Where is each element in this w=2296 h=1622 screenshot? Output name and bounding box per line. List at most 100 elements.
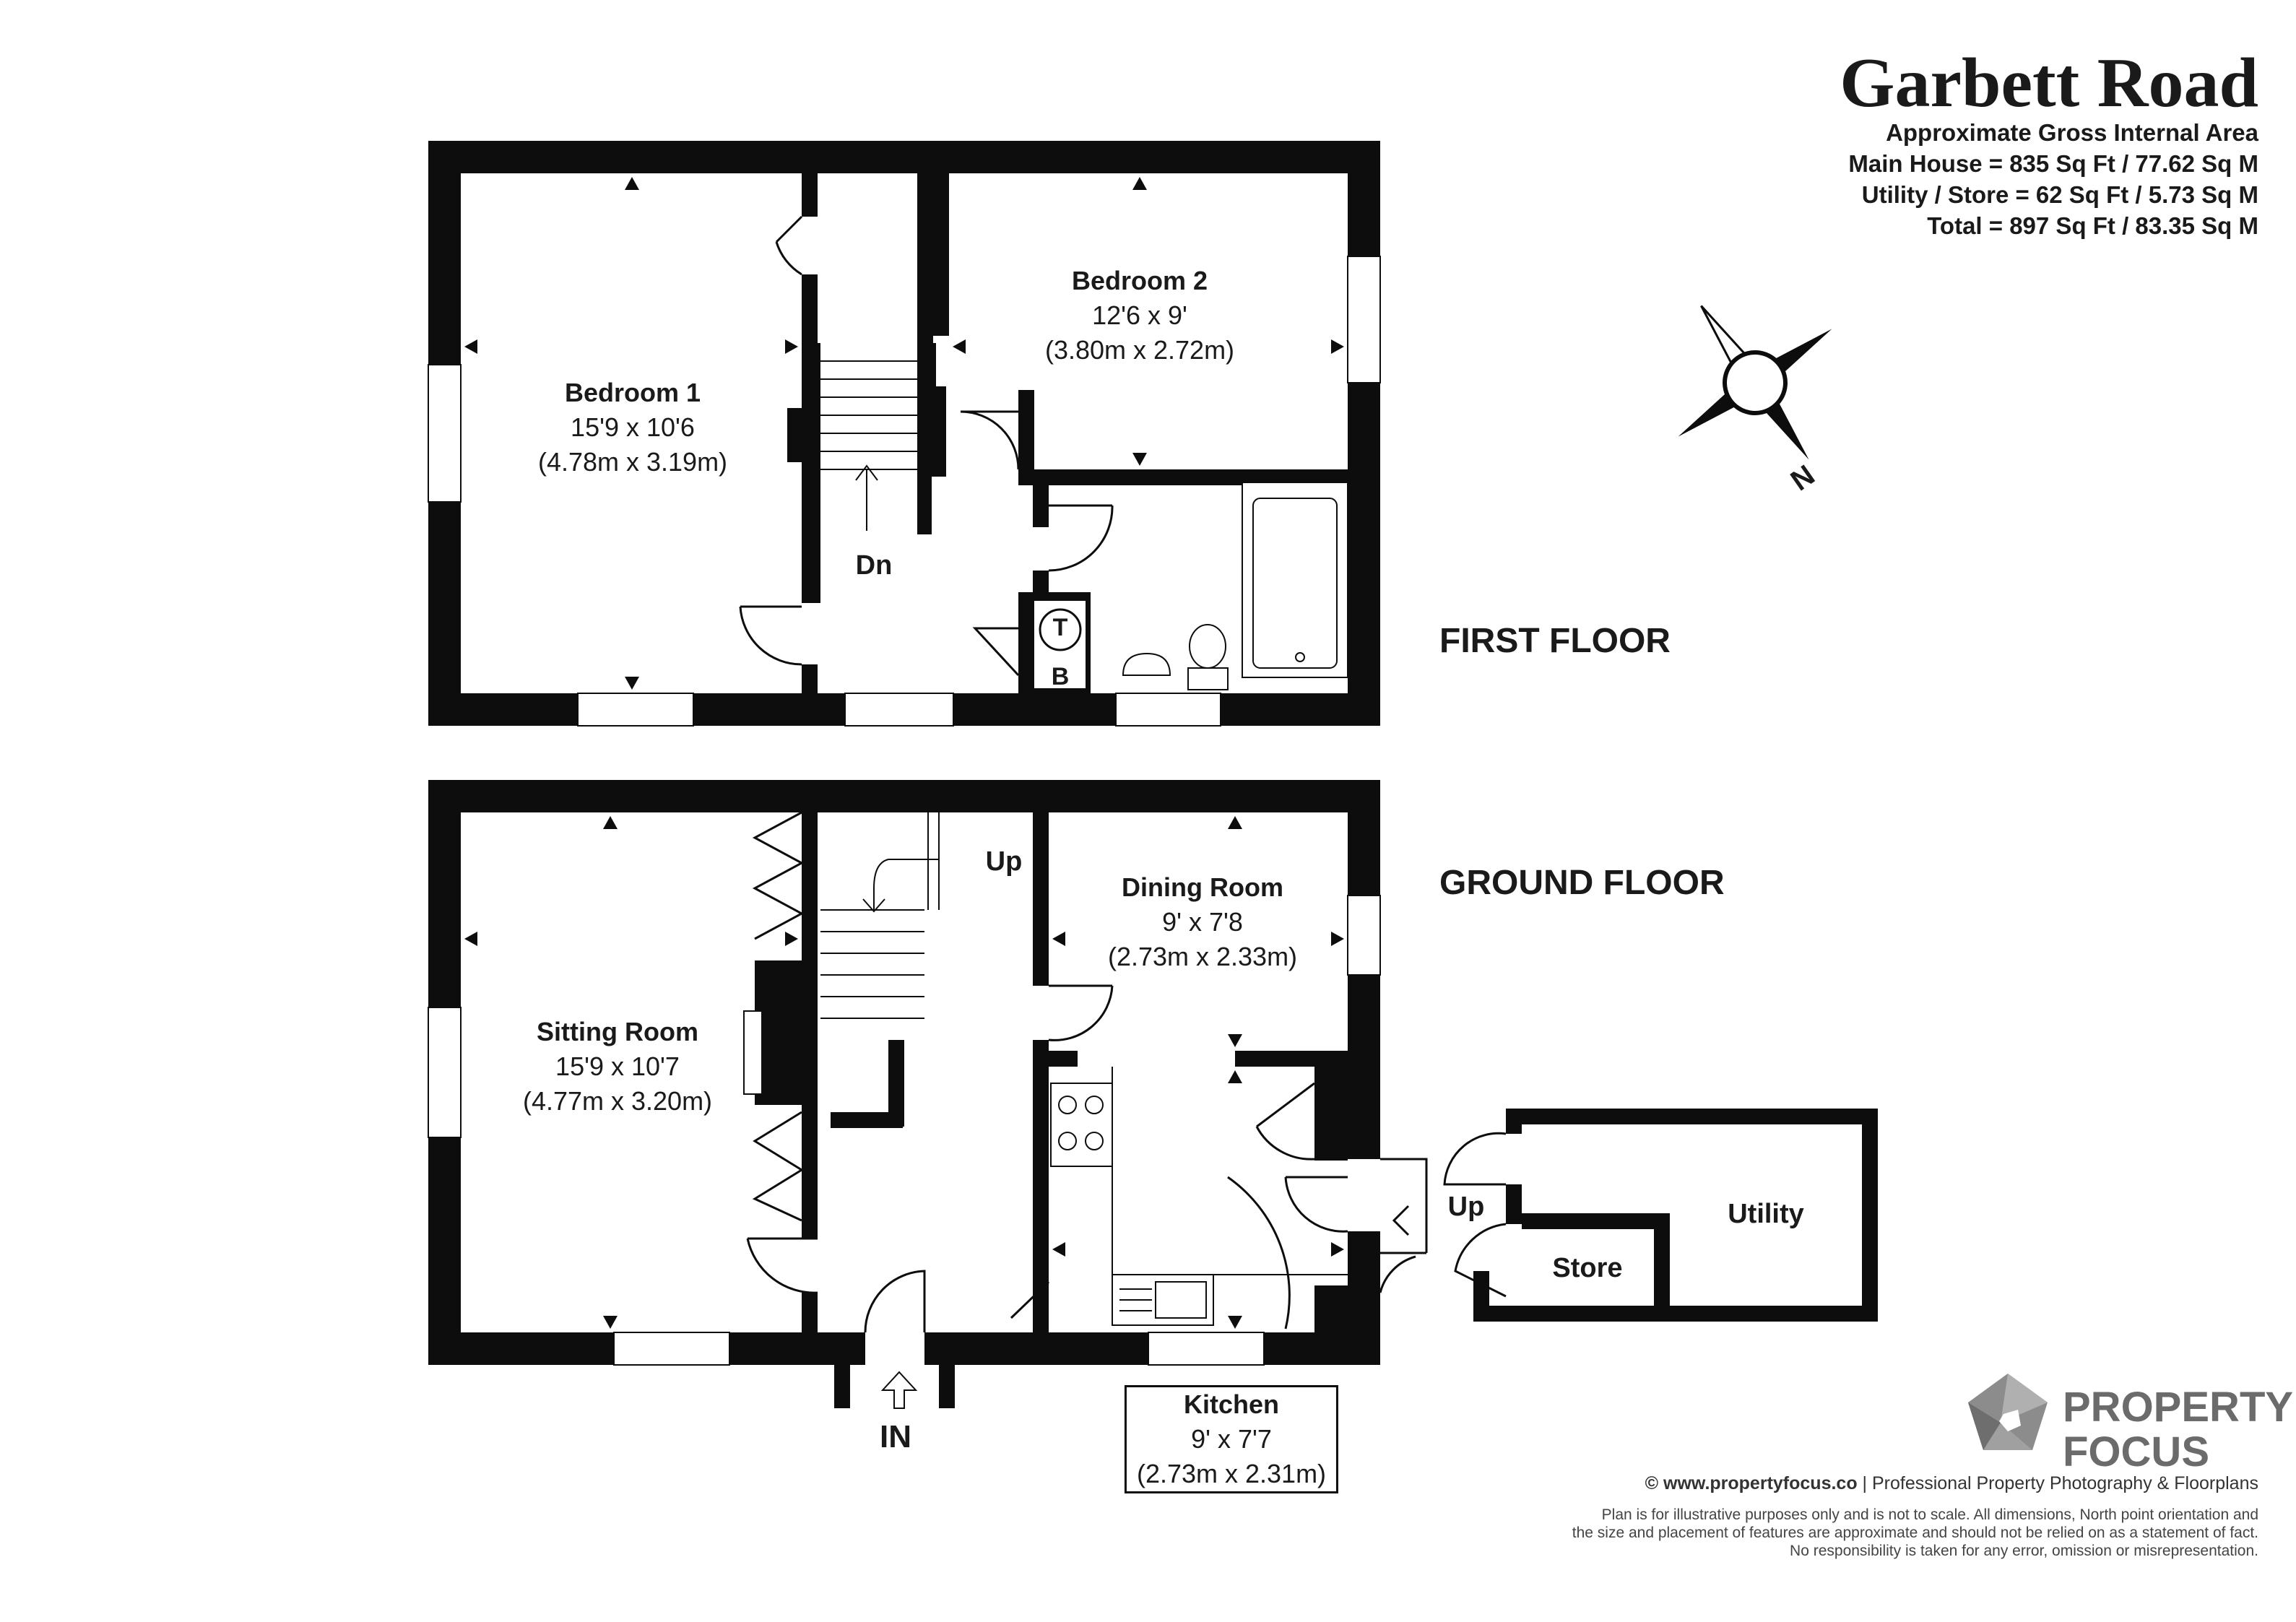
disclaimer-line-1: Plan is for illustrative purposes only a…	[1601, 1506, 2258, 1523]
dining-left-wall-lower	[1033, 1040, 1049, 1332]
side-door-gap	[1348, 1159, 1380, 1231]
boiler-label: B	[1051, 663, 1070, 690]
first-floor-wall-right	[1348, 141, 1380, 726]
room-imperial: 9' x 7'8	[1162, 907, 1243, 937]
disclaimer-line-3: No responsibility is taken for any error…	[1790, 1543, 2258, 1559]
toilet	[1189, 624, 1226, 669]
basin	[1122, 652, 1171, 676]
fixtures	[743, 482, 1348, 1326]
room-imperial: 9' x 7'7	[1191, 1424, 1272, 1454]
first-floor-label: FIRST FLOOR	[1439, 622, 1671, 660]
bath-partition	[1033, 484, 1049, 527]
room-kitchen: Kitchen 9' x 7'7 (2.73m x 2.31m)	[1124, 1385, 1339, 1493]
bath-inner	[1252, 498, 1338, 669]
cupboard-wall	[917, 173, 933, 343]
bed2-bottom-wall	[1018, 469, 1348, 485]
property-focus-logo-icon	[1968, 1374, 2048, 1450]
hob	[1050, 1083, 1113, 1167]
bed1-right-wall	[802, 173, 818, 217]
chimney-bed1	[787, 408, 806, 462]
bath-partition-lower	[1033, 571, 1049, 592]
bed1-window-bottom	[577, 693, 694, 727]
sitting-window-left	[428, 1007, 462, 1138]
bath-window-bottom	[1115, 693, 1221, 727]
sitting-right-wall-lower	[802, 1293, 818, 1332]
stair-left-wall	[802, 343, 820, 603]
utility-up-label: Up	[1447, 1192, 1485, 1222]
dimension-arrows	[464, 177, 1344, 1329]
utility-up-arrow	[1392, 1205, 1410, 1236]
hall-wall	[888, 1040, 904, 1127]
dining-left-wall	[1033, 812, 1049, 986]
bed1-right-wall-lower	[802, 664, 818, 693]
room-name: Bedroom 2	[1071, 266, 1208, 295]
sitting-wardrobes	[752, 811, 805, 1222]
bed2-window-right	[1347, 256, 1381, 383]
room-imperial: 15'9 x 10'7	[555, 1051, 680, 1081]
brand-name: PROPERTY FOCUS	[2063, 1385, 2293, 1475]
stairs-down-label: Dn	[855, 550, 893, 581]
fireplace-hearth	[743, 1010, 763, 1095]
kitchen-side-pillar	[1314, 1285, 1348, 1343]
tank-label: T	[1052, 614, 1068, 641]
landing-window-bottom	[844, 693, 954, 727]
bed1-right-wall	[802, 274, 818, 347]
room-bedroom-1: Bedroom 1 15'9 x 10'6 (4.78m x 3.19m)	[538, 376, 727, 480]
door-swings	[739, 215, 1507, 1333]
room-imperial: 15'9 x 10'6	[571, 412, 695, 442]
ground-floor-label: GROUND FLOOR	[1439, 864, 1725, 902]
room-sitting-room: Sitting Room 15'9 x 10'7 (4.77m x 3.20m)	[523, 1015, 712, 1119]
sitting-right-wall	[802, 812, 818, 1239]
credit-text: | Professional Property Photography & Fl…	[1857, 1473, 2258, 1493]
ground-floor-wall-right	[1348, 780, 1380, 1365]
compass-icon	[1678, 305, 1832, 460]
credit-line: © www.propertyfocus.co | Professional Pr…	[1645, 1473, 2258, 1494]
utility-label: Utility	[1728, 1199, 1804, 1229]
brand-line-2: FOCUS	[2063, 1428, 2209, 1475]
room-metric: (2.73m x 2.33m)	[1107, 942, 1298, 971]
chimney-sitting	[755, 960, 805, 1105]
room-name: Sitting Room	[537, 1017, 698, 1046]
bed2-left-wall	[933, 173, 949, 336]
chimney-stair	[917, 386, 946, 477]
store-label: Store	[1552, 1253, 1623, 1283]
kitchen-cupboard-wall	[1314, 1067, 1348, 1161]
porch-post-right	[939, 1365, 955, 1408]
room-dining-room: Dining Room 9' x 7'8 (2.73m x 2.33m)	[1108, 870, 1297, 974]
first-floor-wall-top	[428, 141, 1380, 173]
entrance-label: IN	[880, 1419, 911, 1454]
room-metric: (4.78m x 3.19m)	[537, 447, 728, 477]
area-main-house: Main House = 835 Sq Ft / 77.62 Sq M	[1848, 150, 2258, 177]
disclaimer: Plan is for illustrative purposes only a…	[1464, 1506, 2258, 1560]
ground-floor-stairs	[820, 812, 940, 1019]
stair-right-wall-lower	[917, 477, 932, 534]
room-metric: (2.73m x 2.31m)	[1136, 1459, 1327, 1488]
store-top-wall	[1522, 1213, 1670, 1229]
room-bedroom-2: Bedroom 2 12'6 x 9' (3.80m x 2.72m)	[1045, 264, 1234, 368]
kitchen-window-bottom	[1148, 1332, 1265, 1366]
brand-line-1: PROPERTY	[2063, 1384, 2294, 1431]
credit-site-link[interactable]: © www.propertyfocus.co	[1645, 1473, 1858, 1493]
page-title: Garbett Road	[1840, 44, 2258, 122]
bath-left-wall	[1018, 390, 1034, 484]
hall-wall-lower	[831, 1112, 903, 1128]
area-total: Total = 897 Sq Ft / 83.35 Sq M	[1927, 212, 2258, 239]
first-floor-stairs	[820, 360, 917, 531]
area-utility-store: Utility / Store = 62 Sq Ft / 5.73 Sq M	[1861, 181, 2258, 208]
entrance-arrow	[880, 1371, 918, 1409]
dining-window-right	[1347, 895, 1381, 976]
stair-right-wall	[917, 343, 936, 386]
sitting-window-bottom	[613, 1332, 730, 1366]
utility-outer-wall	[1473, 1109, 1878, 1322]
room-imperial: 12'6 x 9'	[1092, 300, 1187, 330]
tank-circle	[1039, 608, 1082, 651]
ground-floor-wall-top	[428, 780, 1380, 812]
utility-left-wall	[1506, 1184, 1522, 1224]
bed1-window-left	[428, 364, 462, 503]
porch-post-left	[834, 1365, 850, 1408]
room-name: Bedroom 1	[564, 378, 701, 407]
area-subtitle: Approximate Gross Internal Area	[1886, 119, 2258, 146]
room-name: Kitchen	[1183, 1389, 1279, 1419]
room-name: Dining Room	[1122, 872, 1283, 902]
